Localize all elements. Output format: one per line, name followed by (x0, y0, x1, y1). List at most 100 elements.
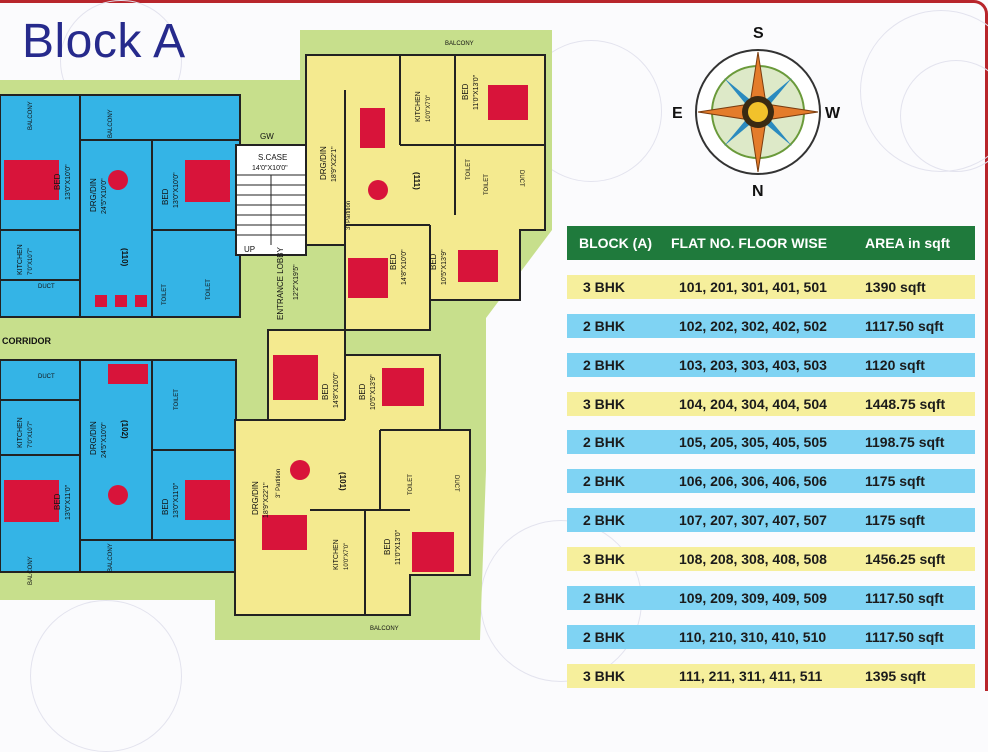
duct-label: DUCT (518, 170, 524, 187)
compass-west: W (825, 105, 841, 122)
sofa-icon (262, 515, 307, 550)
drg-din-dim: 24'5"X10'0" (101, 422, 108, 458)
bed-icon (185, 160, 230, 202)
lobby-label: ENTRANCE LOBBY (276, 246, 285, 320)
flat-110-label: (110) (120, 248, 129, 267)
bed-label: BED (161, 498, 170, 515)
bed-dim: 10'5"X13'9" (441, 249, 448, 285)
kitchen-label: KITCHEN (17, 244, 24, 275)
bed-label: BED (383, 538, 392, 555)
dining-table-icon (108, 170, 128, 190)
duct-label: DUCT (453, 475, 459, 492)
cell-flats: 101, 201, 301, 401, 501 (679, 278, 827, 295)
cell-type: 2 BHK (583, 356, 626, 373)
cell-area: 1175 sqft (865, 512, 925, 529)
flat-111-label: (111) (412, 172, 421, 190)
row-background (567, 352, 975, 377)
flat-102 (0, 359, 237, 573)
flat-102-label: (102) (120, 420, 129, 439)
cell-area: 1456.25 sqft (865, 551, 946, 568)
kitchen-dim: 10'0"X7'0" (426, 95, 432, 122)
cell-type: 2 BHK (583, 590, 626, 607)
cell-area: 1198.75 sqft (865, 434, 945, 451)
bed-dim: 10'5"X13'9" (370, 374, 377, 410)
cell-flats: 111, 211, 311, 411, 511 (679, 667, 823, 684)
cell-type: 2 BHK (583, 434, 626, 451)
flat-110 (0, 94, 241, 318)
cell-flats: 107, 207, 307, 407, 507 (679, 512, 827, 529)
cell-type: 3 BHK (583, 667, 626, 684)
cell-flats: 104, 204, 304, 404, 504 (679, 395, 827, 412)
table-row: 2 BHK 107, 207, 307, 407, 507 1175 sqft (567, 508, 975, 533)
bed-dim: 13'0"X10'0" (173, 172, 180, 208)
toilet-label: TOILET (206, 279, 212, 300)
cell-flats: 102, 202, 302, 402, 502 (679, 317, 827, 334)
bed-label: BED (321, 383, 330, 400)
balcony-label: BALCONY (28, 556, 34, 585)
floor-plan: CORRIDOR S.CASE 14'0"X10'0" GW UP ENTRAN… (0, 30, 552, 640)
kitchen-label: KITCHEN (415, 91, 422, 122)
bed-dim: 11'0"X13'0" (395, 529, 402, 565)
balcony-label: BALCONY (108, 109, 114, 138)
bed-icon (348, 258, 388, 298)
drg-din-label: DRG/DIN (319, 146, 328, 180)
dining-table-icon (290, 460, 310, 480)
row-background (567, 508, 975, 533)
bed-dim: 13'0"X11'0" (65, 484, 72, 520)
cell-area: 1390 sqft (865, 278, 926, 295)
cell-type: 2 BHK (583, 317, 626, 334)
kitchen-label: KITCHEN (17, 417, 24, 448)
cell-type: 3 BHK (583, 395, 626, 412)
cell-area: 1117.50 sqft (865, 628, 944, 645)
duct-label: DUCT (38, 284, 55, 290)
cell-area: 1448.75 sqft (865, 395, 946, 412)
flat-101-label: (101) (338, 472, 347, 491)
kitchen-dim: 7'0"X10'7" (28, 421, 34, 448)
bed-icon (273, 355, 318, 400)
bed-label: BED (461, 83, 470, 100)
cell-flats: 106, 206, 306, 406, 506 (679, 473, 827, 490)
cell-flats: 110, 210, 310, 410, 510 (679, 628, 827, 645)
toilet-label: TOILET (484, 174, 490, 195)
bed-icon (488, 85, 528, 120)
drg-din-dim: 18'9"X22'1" (331, 146, 338, 182)
compass-rose: S N E W (672, 25, 841, 200)
row-background (567, 430, 975, 455)
gw-label: GW (260, 132, 274, 141)
bed-dim: 14'8"X10'0" (401, 249, 408, 285)
bed-icon (185, 480, 230, 520)
header-flat-no: FLAT NO. FLOOR WISE (671, 235, 828, 251)
row-background (567, 274, 975, 299)
row-background (567, 663, 975, 688)
sofa-icon (360, 108, 385, 148)
drg-din-dim: 24'5"X10'0" (101, 178, 108, 214)
bed-dim: 13'0"X11'0" (173, 482, 180, 518)
cell-area: 1120 sqft (865, 356, 925, 373)
flat-111 (305, 54, 546, 331)
balcony-label: BALCONY (370, 626, 399, 632)
balcony-label: BALCONY (108, 543, 114, 572)
table-header: BLOCK (A) FLAT NO. FLOOR WISE AREA in sq… (567, 226, 975, 260)
bed-label: BED (53, 173, 62, 190)
area-table: BLOCK (A) FLAT NO. FLOOR WISE AREA in sq… (567, 226, 975, 688)
bed-label: BED (429, 253, 438, 270)
header-area: AREA in sqft (865, 235, 951, 251)
row-background (567, 624, 975, 649)
cell-type: 2 BHK (583, 512, 626, 529)
toilet-label: TOILET (162, 284, 168, 305)
kitchen-dim: 7'0"X10'7" (28, 248, 34, 275)
compass-north: N (752, 183, 764, 200)
toilet-label: TOILET (408, 474, 414, 495)
duct-label: DUCT (38, 374, 55, 380)
flat-101 (234, 329, 471, 616)
dining-table-icon (108, 485, 128, 505)
bed-icon (458, 250, 498, 282)
row-background (567, 586, 975, 611)
bed-icon (4, 480, 59, 522)
drg-din-label: DRG/DIN (89, 178, 98, 212)
